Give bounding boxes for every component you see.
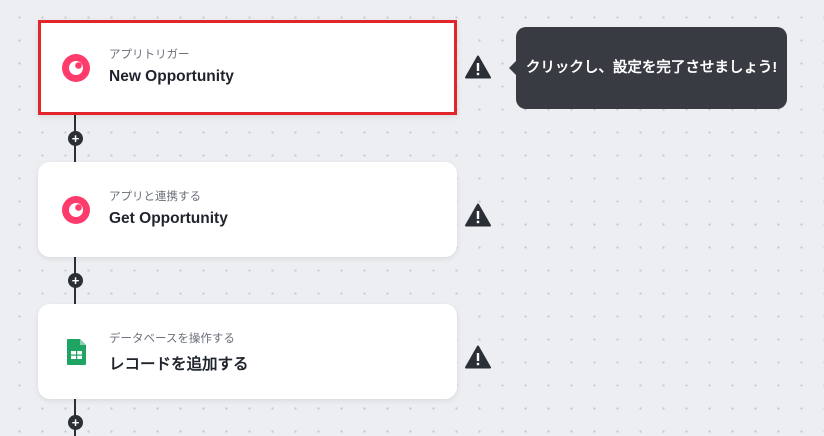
app-logo-icon [62, 196, 90, 224]
warning-icon [465, 345, 491, 369]
warning-icon [465, 203, 491, 227]
step-card-database[interactable]: データベースを操作する レコードを追加する [38, 304, 457, 399]
step-title: New Opportunity [109, 68, 234, 85]
step-category: アプリと連携する [109, 191, 201, 203]
step-title: Get Opportunity [109, 210, 228, 227]
google-sheets-icon [67, 339, 86, 365]
step-card-trigger[interactable]: アプリトリガー New Opportunity [38, 20, 457, 115]
setup-tooltip: クリックし、設定を完了させましょう! [509, 27, 787, 109]
add-step-button[interactable]: + [68, 415, 83, 430]
step-title: レコードを追加する [109, 356, 249, 373]
step-category: データベースを操作する [109, 333, 235, 345]
warning-icon [465, 55, 491, 79]
add-step-button[interactable]: + [68, 273, 83, 288]
add-step-button[interactable]: + [68, 131, 83, 146]
app-logo-icon [62, 54, 90, 82]
step-category: アプリトリガー [109, 49, 190, 61]
step-card-action[interactable]: アプリと連携する Get Opportunity [38, 162, 457, 257]
